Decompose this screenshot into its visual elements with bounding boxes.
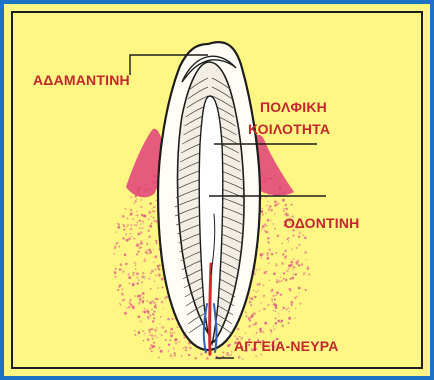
label-enamel: ΑΔΑΜΑΝΤΙΝΗ [33,72,130,89]
label-pulp-line2: ΚΟΙΛΟΤΗΤΑ [248,121,330,138]
tooth-cross-section-illustration [4,4,430,376]
label-dentin: ΟΔΟΝΤΙΝΗ [284,215,359,232]
label-pulp-line1: ΠΟΛΦΙΚΗ [260,99,327,116]
label-vessels-nerves: ΑΓΓΕΙΑ-ΝΕΥΡΑ [234,338,339,355]
